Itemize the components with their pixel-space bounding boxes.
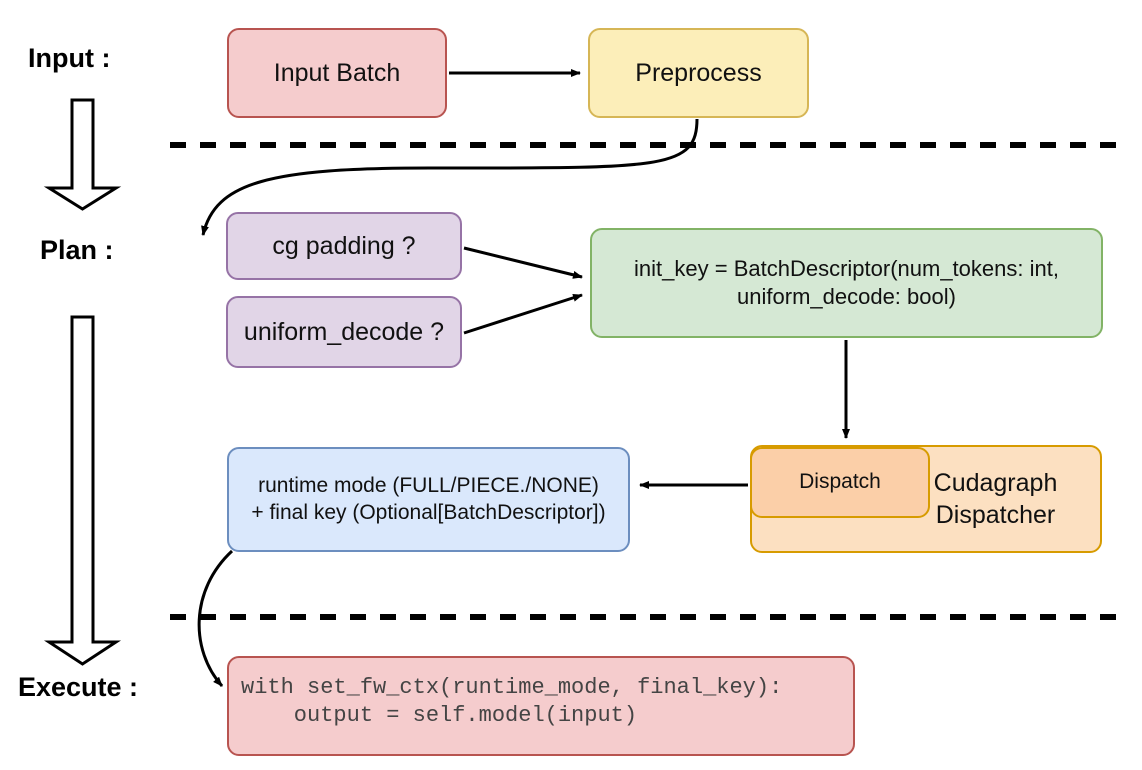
plan-to-execute-arrow (43, 315, 122, 666)
node-dispatch-label: Dispatch (799, 470, 881, 494)
node-execute-code-line2: output = self.model(input) (241, 703, 638, 729)
edge-cg-padding-to-init-key (463, 246, 583, 279)
node-init-key-text: init_key = BatchDescriptor(num_tokens: i… (634, 255, 1059, 311)
input-to-plan-arrow (43, 98, 122, 211)
node-execute-code-text: with set_fw_ctx(runtime_mode, final_key)… (241, 674, 782, 730)
node-runtime-mode[interactable]: runtime mode (FULL/PIECE./NONE) + final … (227, 447, 630, 552)
stage-label-plan: Plan : (40, 235, 114, 265)
stage-label-execute: Execute : (18, 672, 139, 702)
node-input-batch[interactable]: Input Batch (227, 28, 447, 118)
node-cudagraph-dispatcher-line2: Dispatcher (935, 501, 1056, 529)
node-init-key-line1: init_key = BatchDescriptor(num_tokens: i… (634, 255, 1059, 281)
node-execute-code-line1: with set_fw_ctx(runtime_mode, final_key)… (241, 675, 783, 700)
node-runtime-mode-line1: runtime mode (FULL/PIECE./NONE) (258, 473, 599, 497)
node-uniform-decode-label: uniform_decode ? (243, 318, 445, 346)
node-cudagraph-dispatcher-label: Cudagraph Dispatcher (913, 467, 1078, 531)
node-cg-padding-label: cg padding ? (272, 232, 416, 260)
node-execute-code[interactable]: with set_fw_ctx(runtime_mode, final_key)… (227, 656, 855, 756)
node-cudagraph-dispatcher-line1: Cudagraph (933, 469, 1058, 497)
node-cg-padding[interactable]: cg padding ? (226, 212, 462, 280)
node-init-key-line2: uniform_decode: bool) (737, 284, 956, 309)
stage-label-input: Input : (28, 43, 111, 73)
node-input-batch-label: Input Batch (273, 59, 401, 87)
node-init-key[interactable]: init_key = BatchDescriptor(num_tokens: i… (590, 228, 1103, 338)
node-preprocess[interactable]: Preprocess (588, 28, 809, 118)
node-preprocess-label: Preprocess (635, 59, 762, 87)
edge-runtime-mode-to-execute-code (197, 549, 234, 687)
edge-preprocess-to-cg-padding (201, 118, 699, 236)
node-runtime-mode-text: runtime mode (FULL/PIECE./NONE) + final … (251, 473, 605, 527)
node-uniform-decode[interactable]: uniform_decode ? (226, 296, 462, 368)
node-runtime-mode-line2: + final key (Optional[BatchDescriptor]) (251, 500, 606, 524)
edge-uniform-decode-to-init-key (463, 293, 583, 335)
node-dispatch[interactable]: Dispatch (750, 447, 930, 518)
